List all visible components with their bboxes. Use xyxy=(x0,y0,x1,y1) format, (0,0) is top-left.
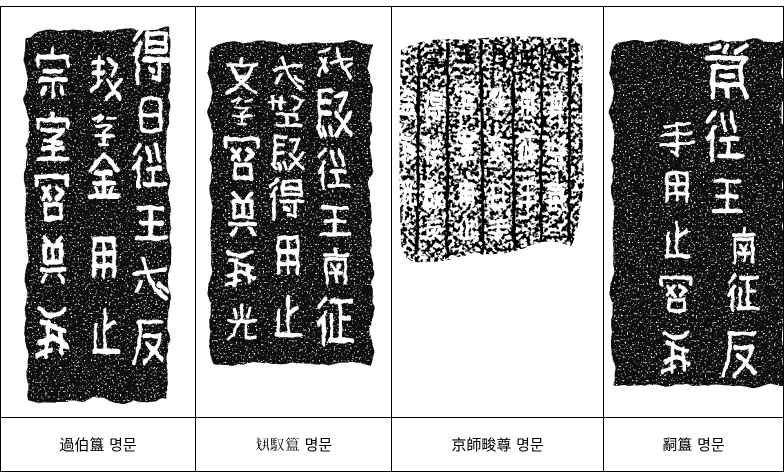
caption-1: 過伯簋 명문 xyxy=(59,436,137,454)
column-rule xyxy=(415,45,421,255)
caption-cell-4: 𤔲簋 명문 xyxy=(604,418,783,471)
caption-cell-2: 𢦚馭簋 명문 xyxy=(196,418,392,471)
rubbing-image-3 xyxy=(398,36,584,263)
column-rule xyxy=(539,37,544,243)
rubbing-texture xyxy=(611,39,783,387)
caption-2: 𢦚馭簋 명문 xyxy=(254,436,333,454)
inscription-glyph xyxy=(424,48,442,71)
rubbing-image-4 xyxy=(611,39,783,387)
inscription-table: 過伯簋 명문 𢦚馭簋 명문 京師畯尊 명문 𤔲簋 명문 xyxy=(0,6,784,472)
column-rules xyxy=(415,37,572,259)
rubbing-image-2 xyxy=(210,41,373,365)
rubbing-cell-3 xyxy=(392,7,604,418)
column-rule xyxy=(511,37,516,251)
rubbing-texture xyxy=(399,36,584,263)
rubbing-cell-2 xyxy=(196,7,392,418)
caption-cell-3: 京師畯尊 명문 xyxy=(392,418,604,471)
rubbing-cell-4 xyxy=(604,7,783,418)
rubbing-image-1 xyxy=(25,28,175,403)
caption-cell-1: 過伯簋 명문 xyxy=(1,418,196,471)
caption-4: 𤔲簋 명문 xyxy=(662,436,725,454)
column-rule xyxy=(479,39,485,255)
column-rule xyxy=(445,41,450,259)
caption-3: 京師畯尊 명문 xyxy=(451,436,544,454)
rubbing-cell-1 xyxy=(1,7,196,418)
column-rule xyxy=(567,39,572,241)
